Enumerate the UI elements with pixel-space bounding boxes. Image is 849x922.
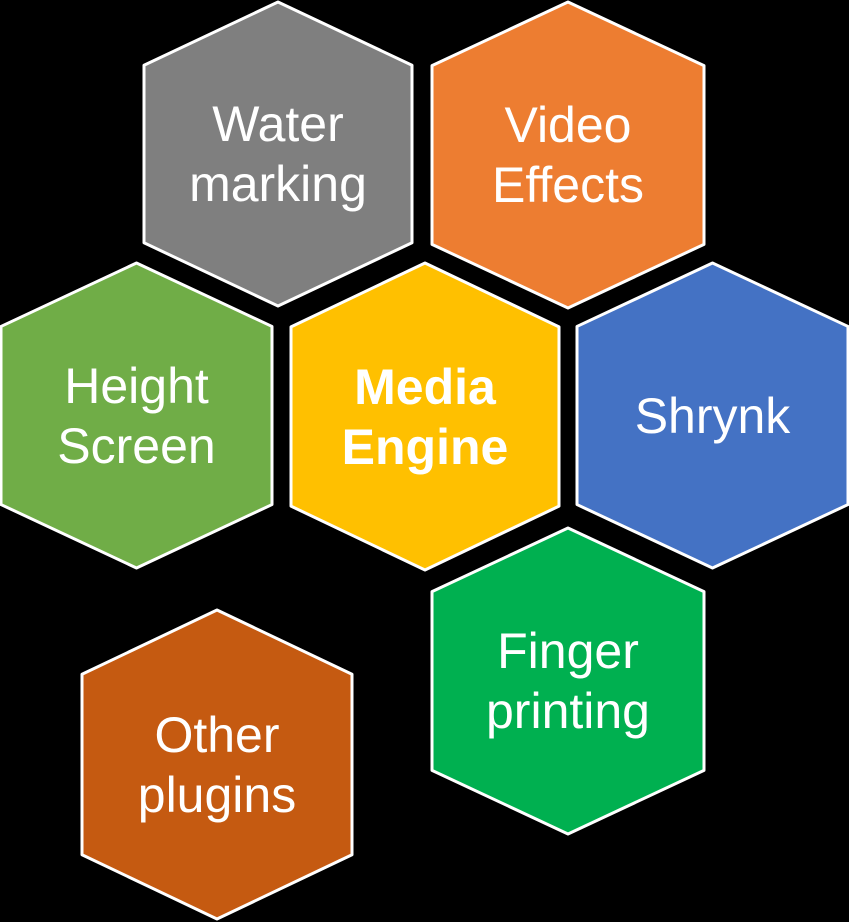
hexagon-label-finger-printing: Finger printing bbox=[432, 528, 704, 834]
hexagon-label-shrynk: Shrynk bbox=[577, 263, 848, 568]
label-line: Media bbox=[354, 358, 496, 415]
hexagon-shape bbox=[577, 263, 848, 568]
hexagon-shape bbox=[291, 263, 559, 570]
label-line: Effects bbox=[492, 157, 644, 213]
hexagon-height-screen: Height Screen bbox=[1, 263, 272, 568]
label-line: Screen bbox=[57, 417, 216, 474]
hexagon-other-plugins: Other plugins bbox=[82, 610, 352, 919]
hexagon-finger-printing: Finger printing bbox=[432, 528, 704, 834]
hexagon-shape bbox=[432, 2, 704, 308]
hexagon-water-marking: Water marking bbox=[144, 2, 412, 306]
hexagon-shape bbox=[432, 528, 704, 834]
label-line: Shrynk bbox=[634, 387, 791, 444]
hexagon-shape bbox=[144, 2, 412, 306]
label-line: plugins bbox=[137, 766, 297, 823]
hexagon-label-height-screen: Height Screen bbox=[1, 263, 272, 568]
label-line: Other bbox=[154, 706, 280, 763]
hexagon-label-video-effects: Video Effects bbox=[432, 2, 704, 308]
hexagon-label-other-plugins: Other plugins bbox=[82, 610, 352, 919]
label-line: Water bbox=[212, 96, 344, 152]
hexagon-shape bbox=[82, 610, 352, 919]
label-line: printing bbox=[486, 683, 650, 739]
hexagon-media-engine: Media Engine bbox=[291, 263, 559, 570]
label-line: Height bbox=[64, 357, 209, 414]
label-line: Video bbox=[504, 97, 632, 153]
hexagon-label-water-marking: Water marking bbox=[144, 2, 412, 306]
hexagon-shrynk: Shrynk bbox=[577, 263, 848, 568]
label-line: marking bbox=[189, 156, 367, 212]
hexagon-shape bbox=[1, 263, 272, 568]
label-line: Engine bbox=[341, 418, 509, 475]
label-line: Finger bbox=[497, 623, 639, 679]
hexagon-label-media-engine: Media Engine bbox=[291, 263, 559, 570]
hexagon-video-effects: Video Effects bbox=[432, 2, 704, 308]
